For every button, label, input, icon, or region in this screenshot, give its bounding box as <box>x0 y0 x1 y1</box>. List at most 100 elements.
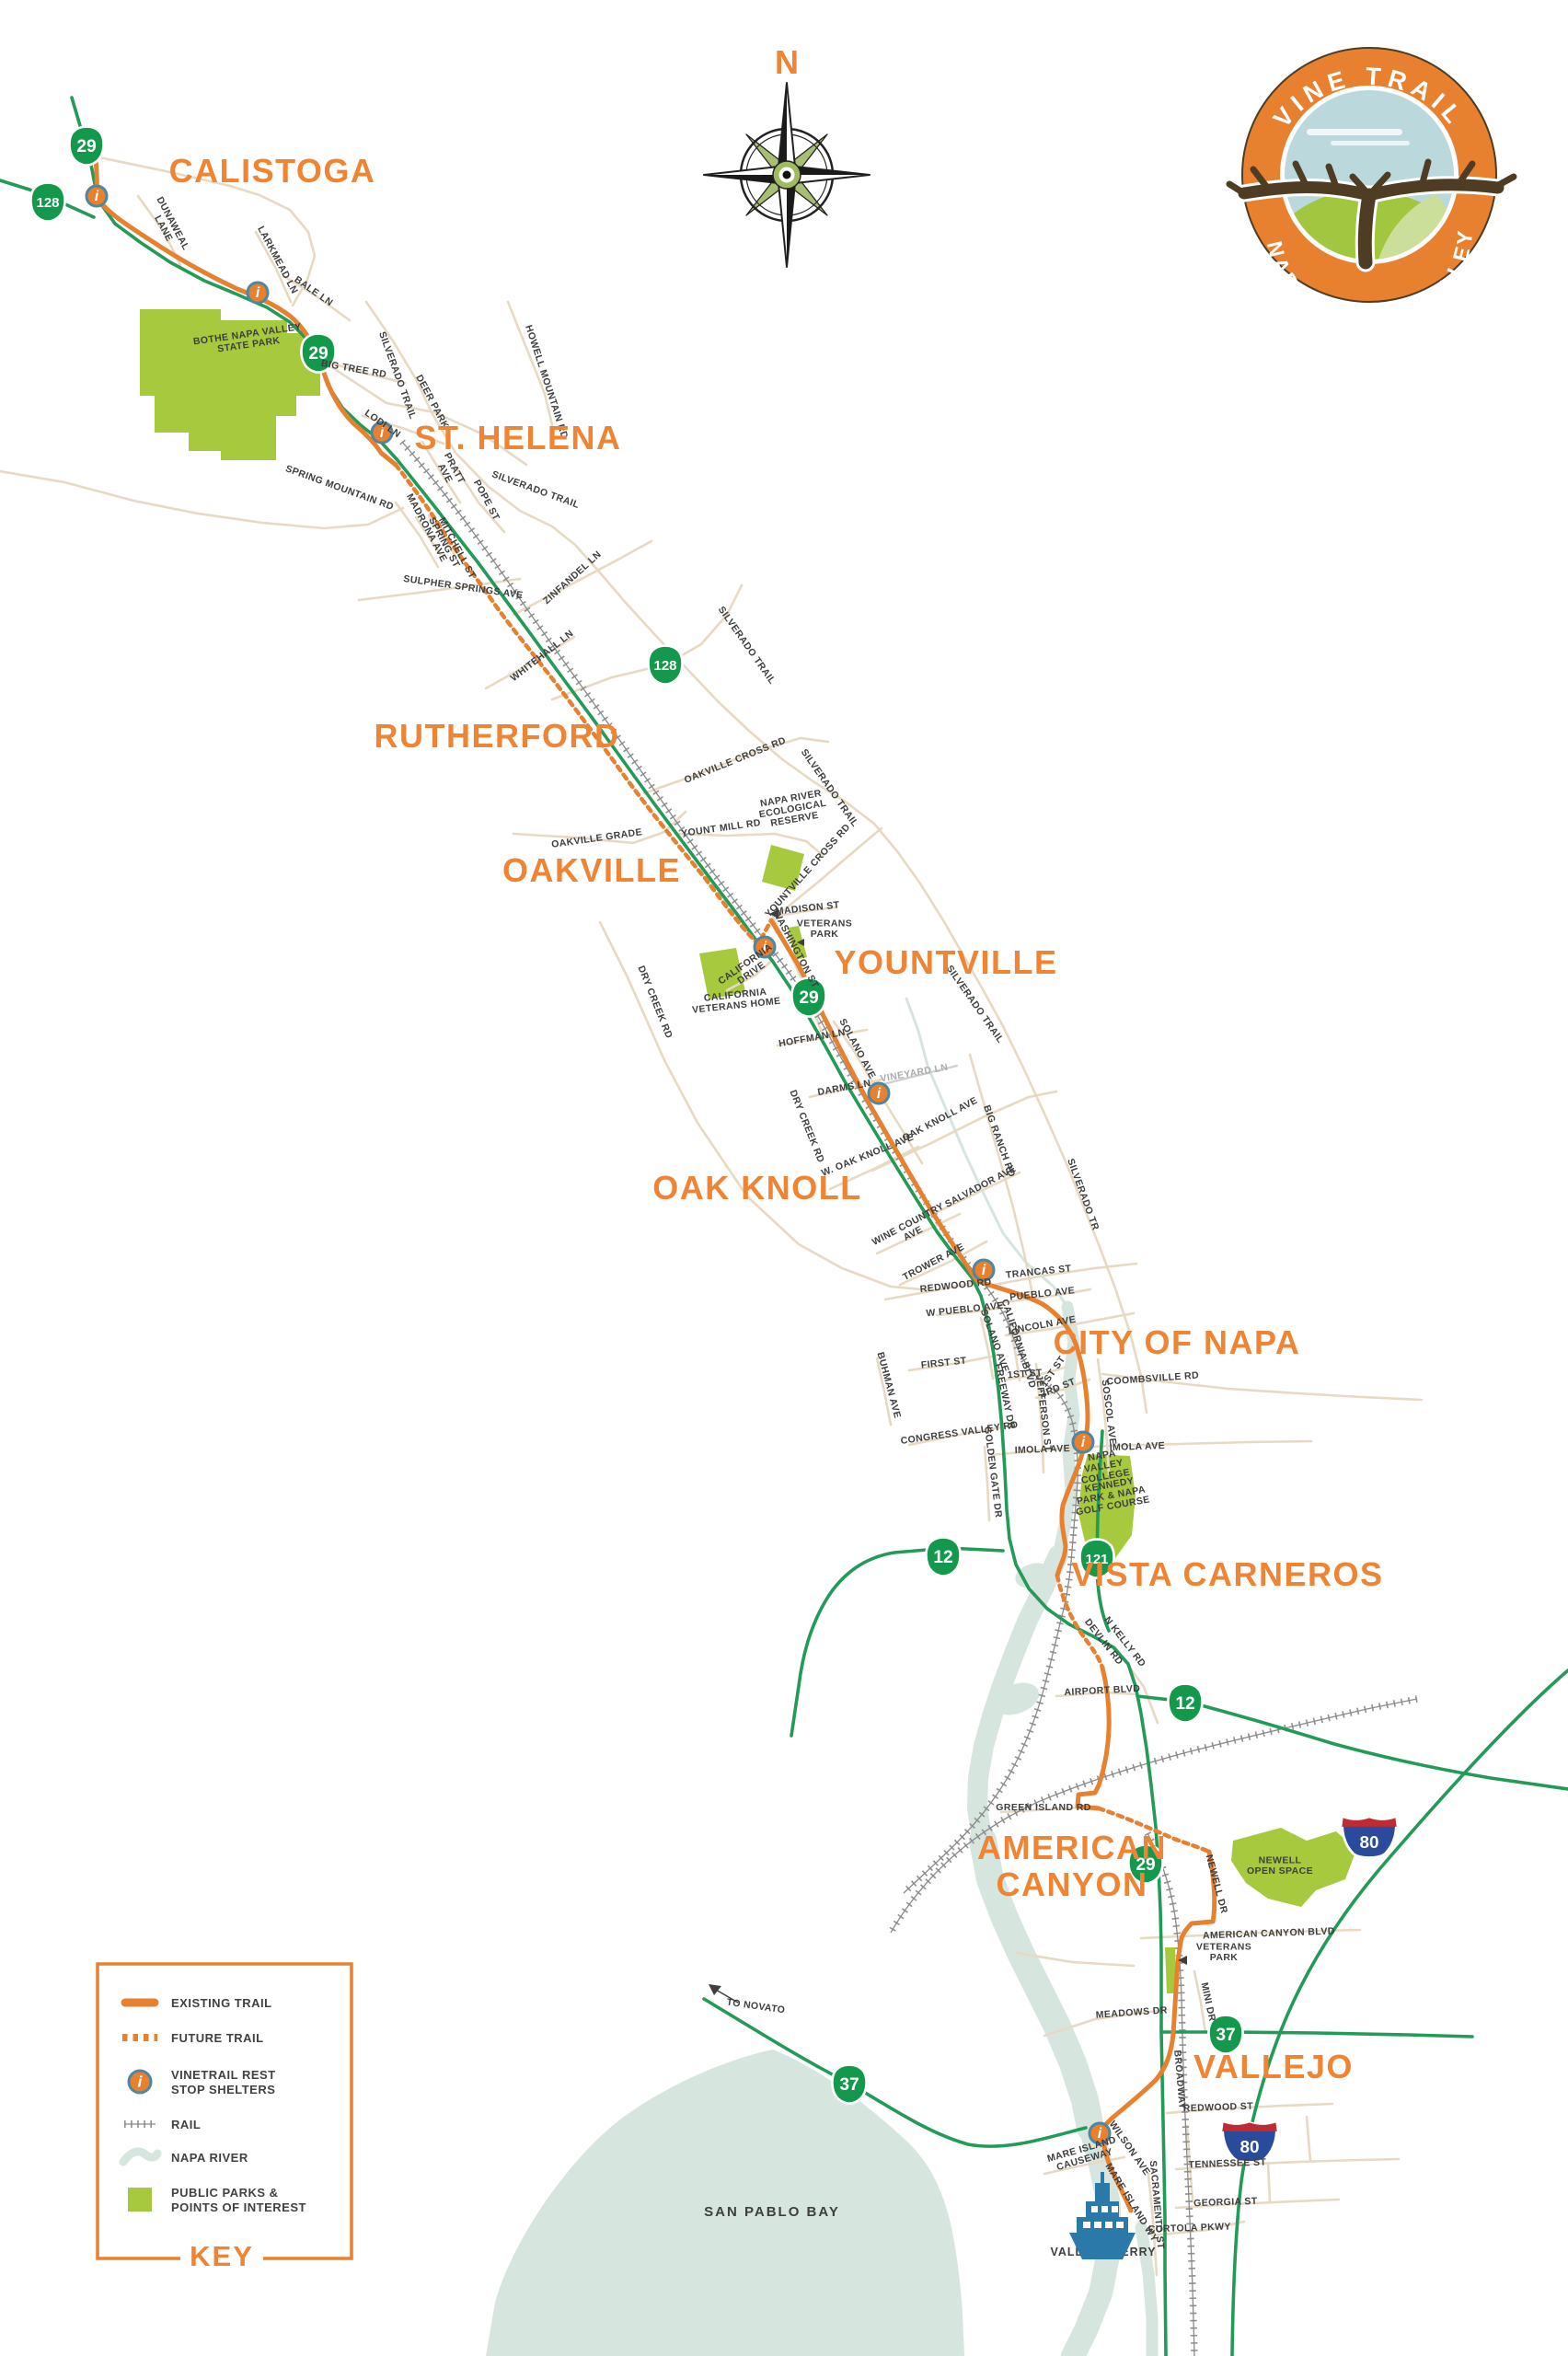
existing-trail-yountville-napa <box>768 918 1090 1578</box>
napa-river-upper <box>905 997 1069 1309</box>
map-label-spring-mountain-rd: SPRING MOUNTAIN RD <box>284 463 396 513</box>
bothe-state-park-shape <box>140 309 320 451</box>
map-label-trower-ave: TROWER AVE <box>901 1242 966 1283</box>
vineyard-ln-road <box>874 1064 959 1088</box>
key-item-public-parks: PUBLIC PARKS &POINTS OF INTEREST <box>128 2186 306 2214</box>
i80-corridor <box>1230 1669 1568 2356</box>
svg-text:128: 128 <box>653 658 676 674</box>
city-label-yountville: YOUNTVILLE <box>834 943 1057 981</box>
key-item-rail: RAIL <box>124 2118 201 2131</box>
svg-text:29: 29 <box>308 344 328 364</box>
svg-text:i: i <box>380 425 385 441</box>
rest-stop-icon: i <box>370 421 394 445</box>
key-title: KEY <box>190 2240 254 2272</box>
map-label-golden-gate-dr: GOLDEN GATE DR <box>982 1426 1004 1519</box>
existing-trail-vallejo <box>1100 1849 1217 2213</box>
svg-text:i: i <box>1098 2126 1102 2142</box>
interstate-shield-80: 80 <box>1341 1816 1398 1859</box>
ac-veterans-park-shape <box>1165 1947 1177 1993</box>
state-route-shield-37: 37 <box>1207 2014 1244 2055</box>
svg-text:29: 29 <box>799 988 818 1008</box>
svg-text:121: 121 <box>1085 1552 1108 1567</box>
yountville-veterans-park-shape <box>788 926 807 960</box>
svg-text:80: 80 <box>1359 1833 1378 1853</box>
hwy-12-west <box>790 1546 1005 1738</box>
rail-east-line <box>890 1698 1418 1934</box>
map-label-wine-country-ave: WINE COUNTRYAVE <box>870 1201 951 1257</box>
map-label-redwood-rd: REDWOOD RD <box>919 1276 992 1295</box>
compass-cardinal-shading <box>704 83 870 267</box>
minor-roads-layer <box>0 155 1424 2277</box>
napa-river-icon <box>119 2147 162 2166</box>
svg-text:12: 12 <box>933 1548 952 1567</box>
svg-text:12: 12 <box>1175 1694 1194 1714</box>
svg-text:i: i <box>877 1086 882 1102</box>
to-novato-arrow-line <box>715 1989 739 2004</box>
existing-trail-airport <box>1075 1665 1112 1811</box>
logo-vine <box>1226 158 1517 272</box>
svg-text:i: i <box>982 1263 986 1278</box>
state-route-shield-121: 121 <box>1078 1538 1115 1579</box>
vallejo-ferry-icon <box>1069 2172 1136 2259</box>
map-label-dry-creek-rd: DRY CREEK RD <box>635 964 674 1041</box>
key-title-patch <box>180 2242 263 2271</box>
svg-text:29: 29 <box>1136 1855 1155 1875</box>
rest-stop-icon: i <box>246 281 270 305</box>
key-label-existing-trail: EXISTING TRAIL <box>171 1996 272 2010</box>
key-label-napa-river: NAPA RIVER <box>171 2151 248 2165</box>
svg-text:37: 37 <box>1216 2026 1235 2045</box>
rest-stop-icon: i <box>972 1258 996 1282</box>
svg-text:i: i <box>1081 1435 1086 1450</box>
san-pablo-bay-shape <box>486 2050 964 2356</box>
map-label-georgia-st: GEORGIA ST <box>1193 2196 1258 2209</box>
map-label-airport-blvd: AIRPORT BLVD <box>1064 1683 1140 1698</box>
key-label-rail: RAIL <box>171 2118 201 2131</box>
rest-stop-icon: i <box>753 935 777 959</box>
leader-arrows <box>709 909 1187 2004</box>
svg-text:i: i <box>95 189 99 204</box>
hwy-37-west <box>702 1997 1088 2148</box>
state-route-shield-12: 12 <box>1167 1682 1204 1724</box>
carneros-pond-2 <box>992 1682 1040 1715</box>
city-label-st-helena: ST. HELENA <box>414 419 621 456</box>
future-trail-carneros <box>1055 1573 1105 1670</box>
svg-text:128: 128 <box>36 195 59 211</box>
map-label-zinfandel-ln: ZINFANDEL LN <box>541 549 604 606</box>
city-label-calistoga: CALISTOGA <box>169 152 376 190</box>
map-label-dry-creek-rd: DRY CREEK RD <box>787 1089 826 1165</box>
state-route-shield-128: 128 <box>29 181 66 223</box>
rest-stop-icon: i <box>867 1081 891 1105</box>
map-label-w-pueblo-ave: W PUEBLO AVE <box>926 1300 1005 1320</box>
map-label-imola-ave: IMOLA AVE <box>1015 1443 1071 1456</box>
map-label-curtola-pkwy: CURTOLA PKWY <box>1148 2221 1231 2235</box>
map-label-broadway: BROADWAY <box>1171 2050 1188 2109</box>
map-label-silverado-trail: SILVERADO TRAIL <box>490 468 582 511</box>
vallejo-channel <box>1135 2221 1159 2356</box>
parks-layer <box>140 309 1356 1993</box>
city-label-vallejo: VALLEJO <box>1193 2048 1354 2085</box>
map-label-meadows-dr: MEADOWS DR <box>1095 2004 1168 2020</box>
roads-midvalley <box>512 736 1058 1296</box>
rest-stop-icon: i <box>127 2069 153 2095</box>
map-label-american-canyon-blvd: AMERICAN CANYON BLVD <box>1203 1925 1335 1941</box>
key-item-napa-river: NAPA RIVER <box>119 2147 248 2166</box>
map-label-imola-ave: IMOLA AVE <box>1110 1440 1166 1453</box>
state-route-shield-37: 37 <box>831 2063 868 2105</box>
map-label-hoffman-ln: HOFFMAN LN <box>778 1027 846 1050</box>
rail-valley-line <box>401 441 1078 1894</box>
roads-napa <box>875 1262 1424 1522</box>
water-layer <box>486 997 1159 2356</box>
hwy-12-east <box>1136 1694 1568 1791</box>
map-label-redwood-st: REDWOOD ST <box>1183 2101 1254 2115</box>
hwy-121 <box>1095 1429 1111 1633</box>
vine-trail-logo: VINE TRAIL NAPA VALLEY <box>1226 47 1517 319</box>
map-label-big-tree-rd: BIG TREE RD <box>320 358 387 380</box>
map-label-trancas-st: TRANCAS ST <box>1005 1263 1072 1280</box>
interstate-shield-80: 80 <box>1221 2120 1278 2164</box>
map-label-silverado-tr: SILVERADO TR <box>1065 1157 1101 1231</box>
